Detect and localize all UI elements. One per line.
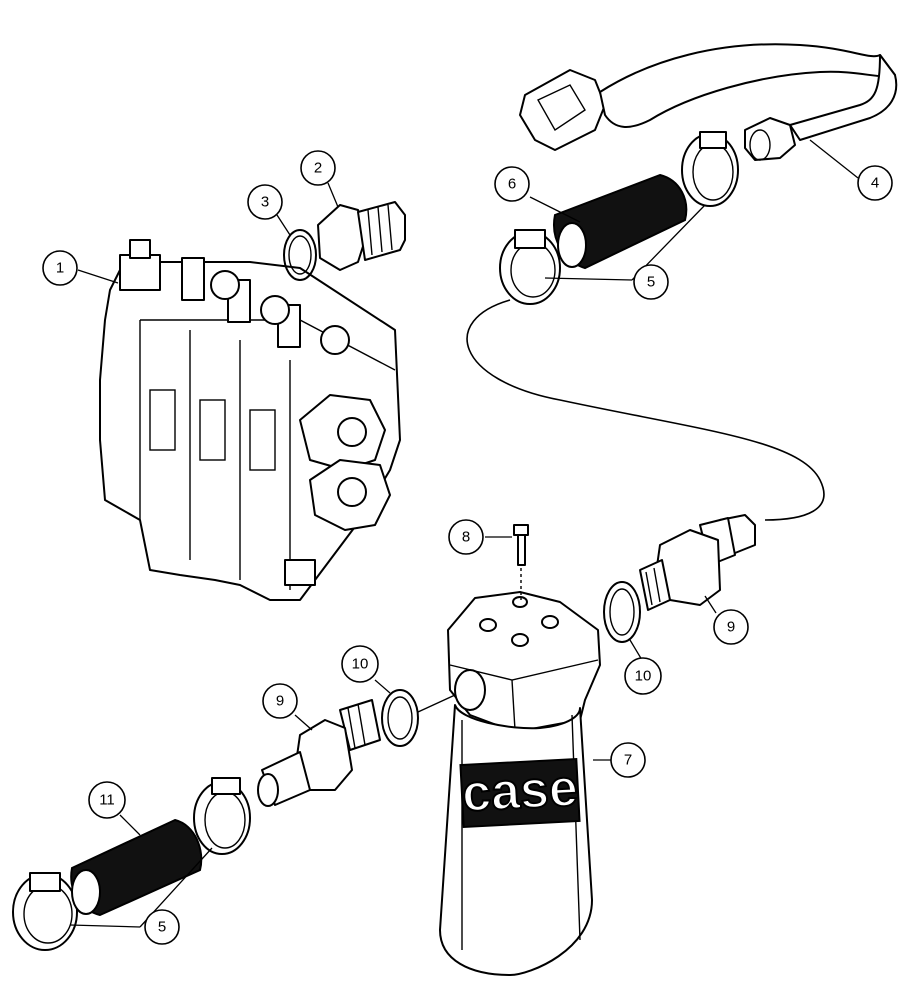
o-ring-10-right	[603, 581, 641, 643]
callout-4: 4	[857, 165, 893, 201]
hose-clamp-5-lower-left	[12, 872, 78, 951]
filter-assembly-7: case	[439, 591, 601, 976]
callout-10-right: 10	[624, 657, 662, 695]
callout-9-right-label: 9	[727, 619, 735, 636]
callout-2-label: 2	[314, 160, 322, 177]
hose-11	[70, 818, 203, 917]
callout-3-label: 3	[261, 194, 269, 211]
callout-5-upper-label: 5	[647, 274, 655, 291]
return-hose-line	[466, 299, 825, 521]
callout-7: 7	[610, 742, 646, 778]
callout-10-left-label: 10	[352, 656, 369, 673]
callout-10-right-label: 10	[635, 668, 652, 685]
pressure-hose-4	[519, 43, 898, 161]
hose-clamp-5-upper-left	[499, 229, 561, 305]
hose-barb-fitting-9-lower	[257, 699, 381, 807]
hose-6	[553, 173, 688, 270]
callout-9-left-label: 9	[276, 693, 284, 710]
adapter-fitting-2	[317, 201, 406, 271]
hose-clamp-5-lower-right	[193, 777, 251, 855]
o-ring-10-left	[381, 689, 456, 747]
callout-8: 8	[448, 519, 484, 555]
callout-7-label: 7	[624, 752, 632, 769]
callout-3: 3	[247, 184, 283, 220]
callout-5-lower-label: 5	[158, 919, 166, 936]
control-valve	[99, 239, 401, 601]
callout-9-left: 9	[262, 683, 298, 719]
callout-5-lower: 5	[144, 909, 180, 945]
callout-2: 2	[300, 150, 336, 186]
callout-11: 11	[88, 781, 126, 819]
hose-barb-fitting-9-upper	[639, 514, 756, 611]
callout-8-label: 8	[462, 529, 470, 546]
callout-10-left: 10	[341, 645, 379, 683]
callout-1: 1	[42, 250, 78, 286]
bolt-8	[513, 524, 529, 600]
o-ring-3	[283, 229, 317, 281]
callout-1-label: 1	[56, 260, 64, 277]
callout-4-label: 4	[871, 175, 879, 192]
callout-11-label: 11	[99, 792, 115, 809]
filter-logo-text: case	[461, 759, 580, 823]
callout-9-right: 9	[713, 609, 749, 645]
hose-clamp-5-upper-right	[681, 131, 739, 207]
callout-6: 6	[494, 166, 530, 202]
callout-5-upper: 5	[633, 264, 669, 300]
callout-6-label: 6	[508, 176, 516, 193]
